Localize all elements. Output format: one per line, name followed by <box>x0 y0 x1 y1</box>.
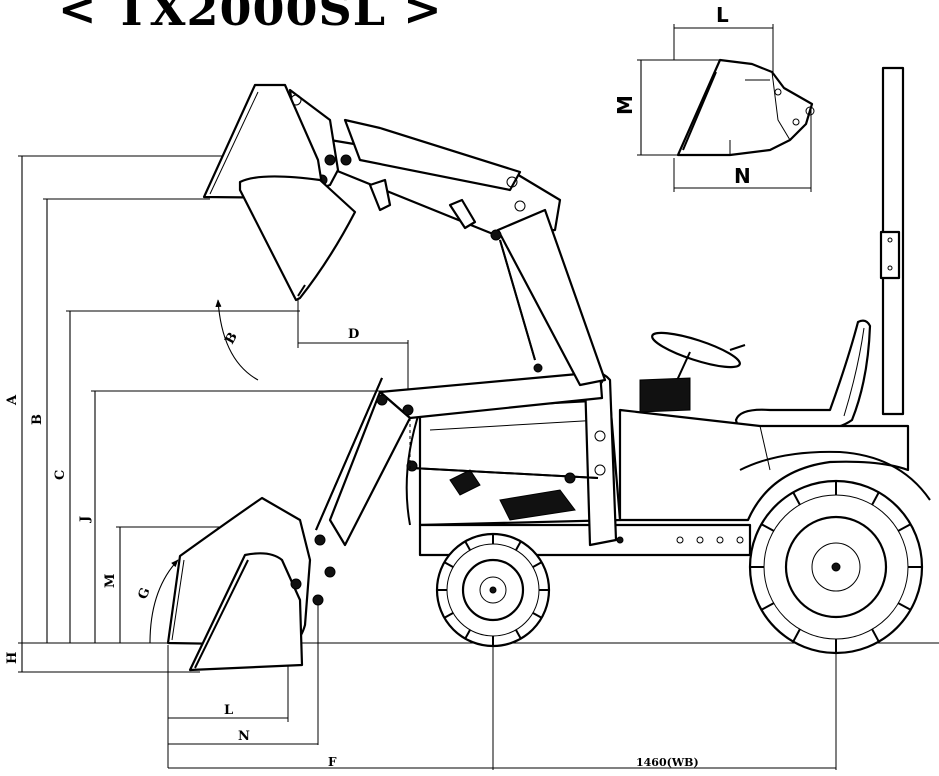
label-beta: B <box>222 330 240 347</box>
bucket-inset <box>637 24 815 192</box>
seat <box>734 319 872 438</box>
inset-label-L: L <box>716 3 729 27</box>
label-J: J <box>78 516 93 523</box>
front-wheel <box>435 532 551 648</box>
tractor-body <box>405 398 931 557</box>
label-F: F <box>328 755 337 769</box>
label-H: H <box>5 652 20 664</box>
bottom-dimensions <box>167 600 837 770</box>
label-A: A <box>5 394 20 406</box>
angle-dump-arc <box>215 299 259 381</box>
label-G: G <box>136 586 154 602</box>
bucket-lowered <box>166 496 312 672</box>
rear-wheel <box>748 479 924 655</box>
label-C: C <box>53 470 68 480</box>
label-M: M <box>103 574 118 588</box>
label-L: L <box>224 703 233 718</box>
inset-label-N: N <box>734 164 751 188</box>
rops-frame <box>879 66 905 416</box>
inset-label-M: M <box>613 95 637 115</box>
diagram-title: < TX2000SL > <box>58 0 443 36</box>
label-B: B <box>30 414 45 425</box>
label-N: N <box>238 729 250 744</box>
bucket-raised <box>202 83 357 302</box>
steering-wheel <box>639 331 746 413</box>
label-wheelbase: 1460(WB) <box>636 756 699 769</box>
angle-G-arc <box>149 559 179 644</box>
label-D: D <box>348 327 359 342</box>
dimension-D <box>297 300 409 400</box>
